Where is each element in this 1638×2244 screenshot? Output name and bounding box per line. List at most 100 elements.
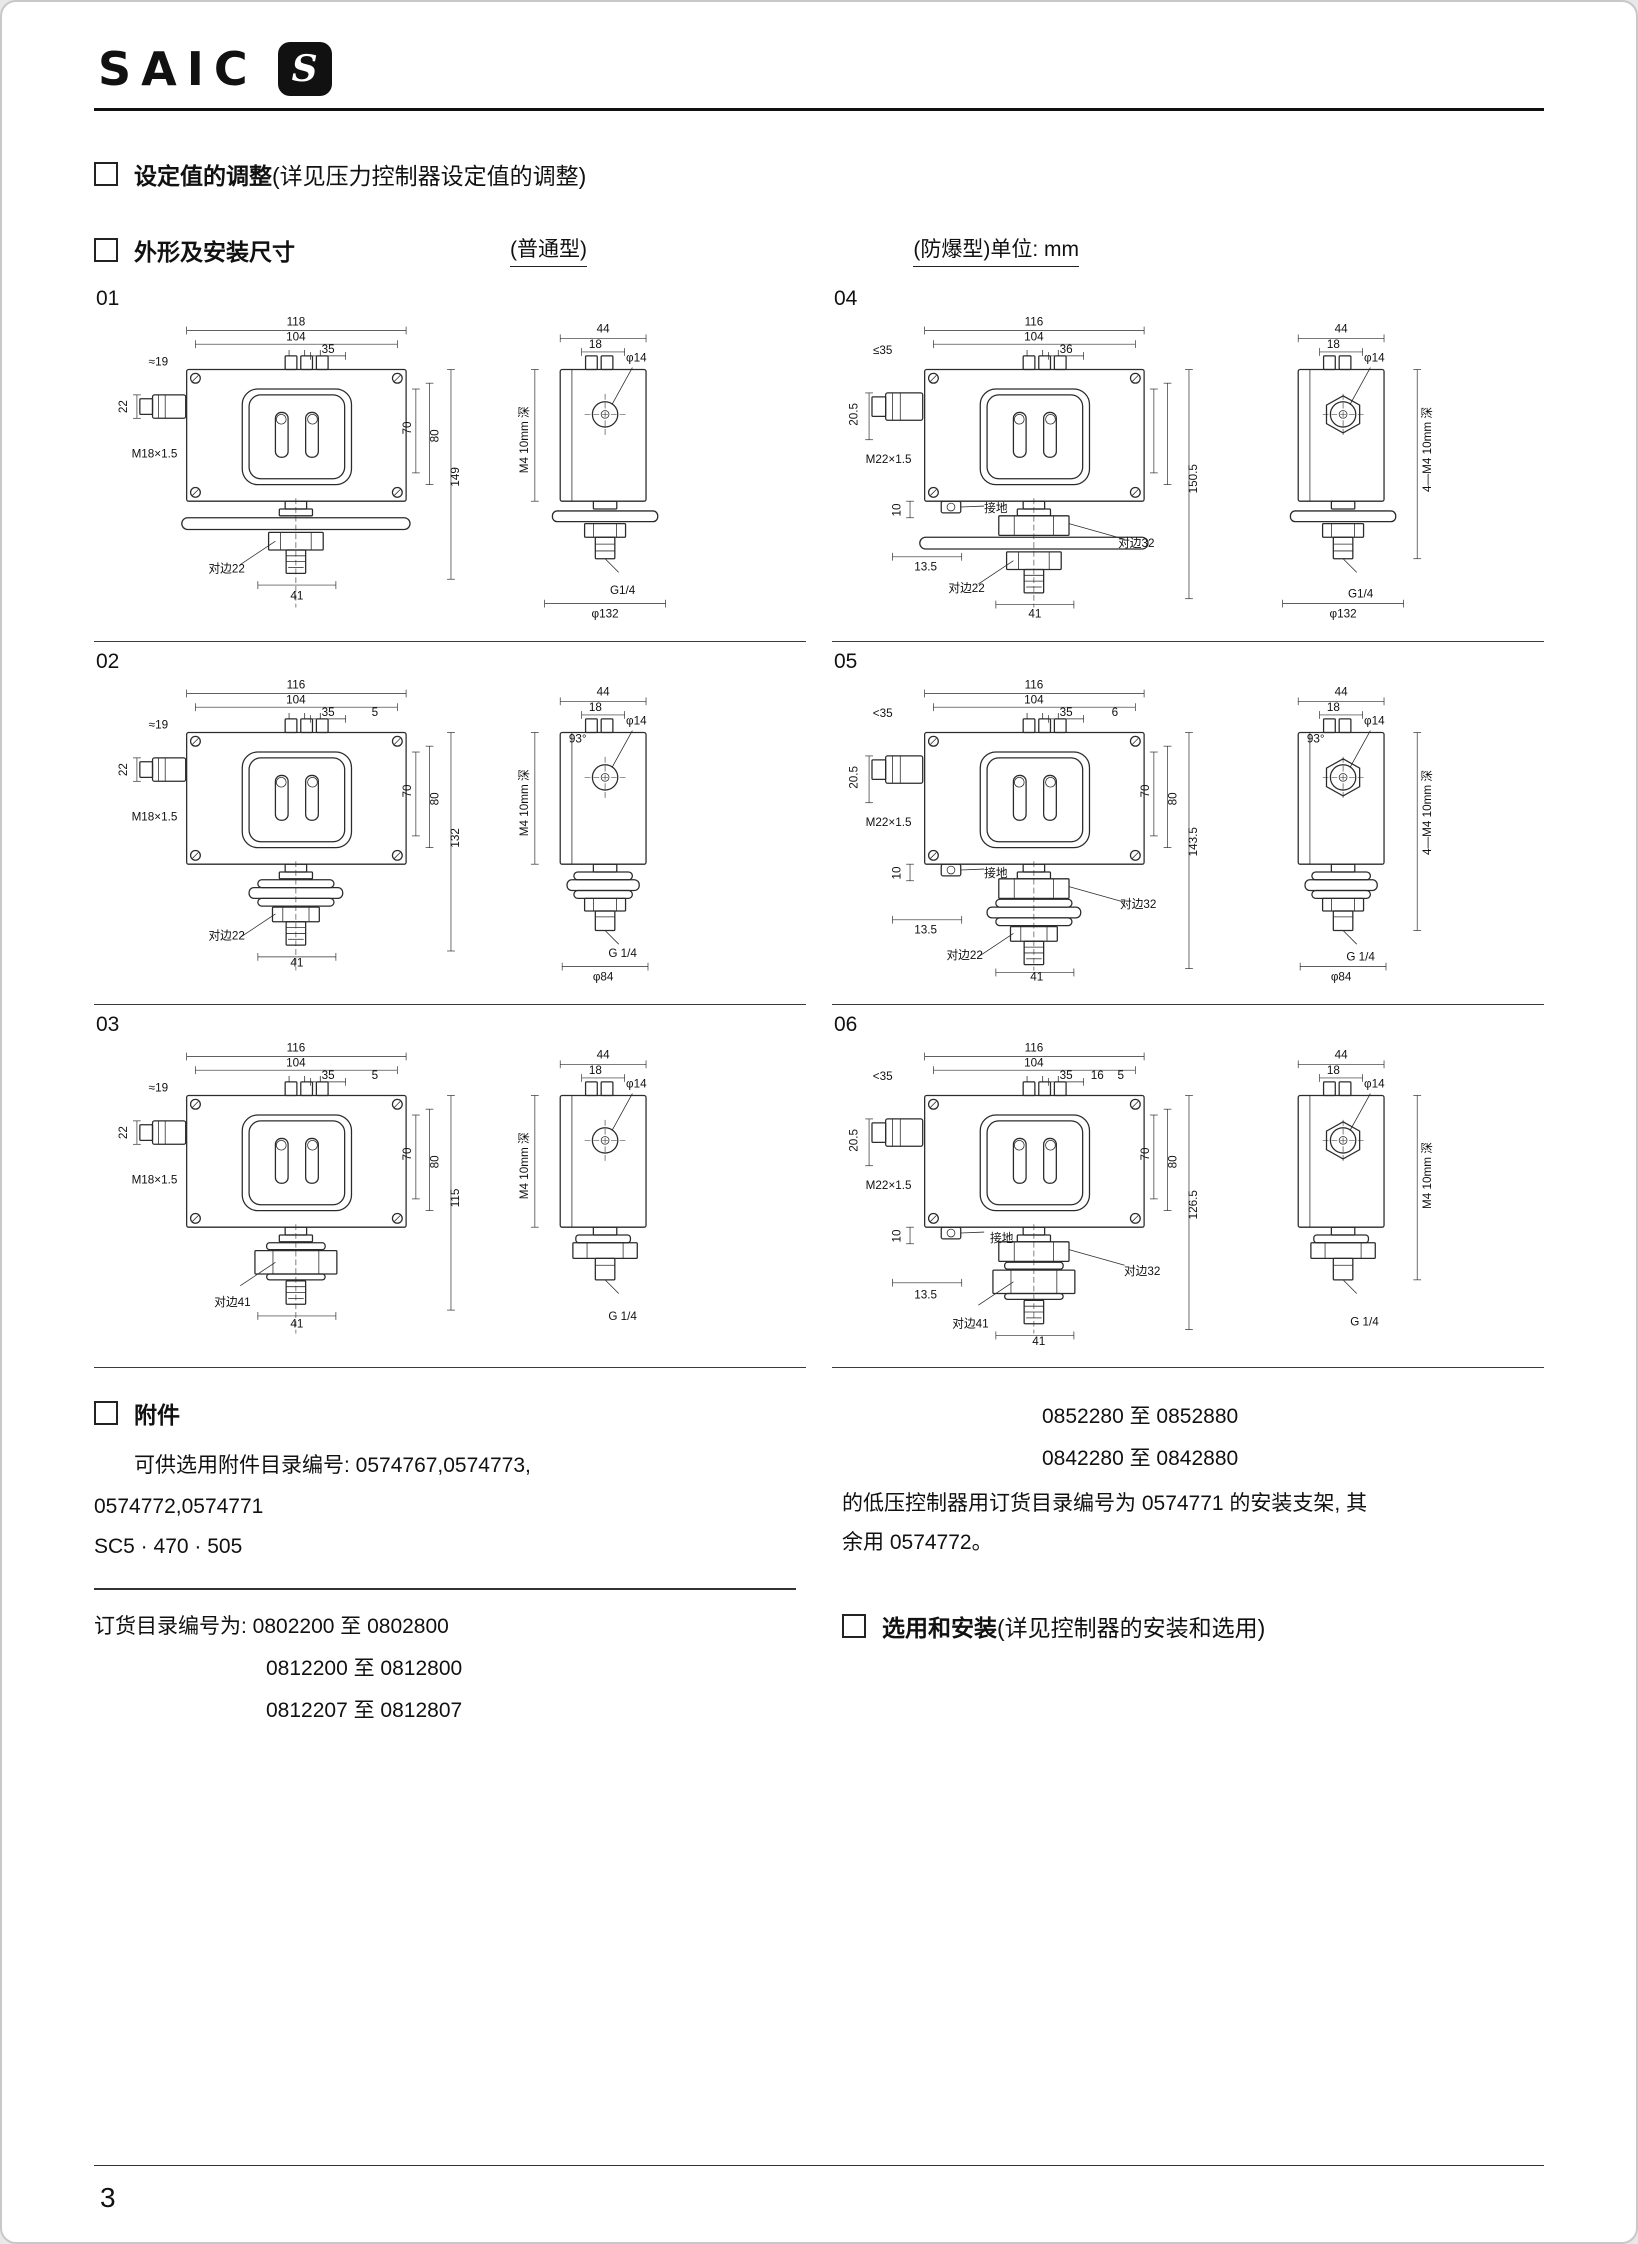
- dimension-label: 44: [597, 685, 611, 698]
- dimension-label: 5: [1117, 1069, 1124, 1082]
- dimension-label: M18×1.5: [132, 810, 178, 823]
- dimension-label: 104: [286, 330, 306, 343]
- drawing-number: 03: [96, 1012, 120, 1036]
- setting-section: 设定值的调整 (详见压力控制器设定值的调整): [94, 157, 1544, 191]
- dimension-label: 对边22: [208, 928, 244, 942]
- accessories-line: SC5 · 470 · 505: [94, 1535, 243, 1559]
- accessories-line: 0574772,0574771: [94, 1494, 264, 1518]
- dimension-label: 对边41: [952, 1316, 988, 1330]
- dimension-label: 22: [117, 1126, 130, 1139]
- dimension-label: <35: [873, 1070, 893, 1083]
- checkbox-icon: [842, 1614, 866, 1639]
- checkbox-icon: [94, 238, 118, 262]
- brand-row: SAIC S: [98, 42, 1544, 96]
- dimension-label: 对边22: [946, 948, 982, 962]
- dimension-label: <35: [873, 707, 893, 720]
- dimension-label: 70: [1139, 1147, 1152, 1161]
- dimension-label: 4—M4 10mm 深: [1420, 770, 1434, 855]
- drawing-number: 04: [834, 287, 858, 310]
- dimension-label: 126.5: [1187, 1189, 1200, 1219]
- normal-type-label: (普通型): [510, 233, 587, 267]
- dimension-label: 对边22: [208, 561, 244, 575]
- dimension-label: 4—M4 10mm 深: [1420, 407, 1434, 492]
- code-line: 0852280 至 0852880: [1042, 1404, 1239, 1428]
- dimension-label: 70: [1139, 784, 1152, 798]
- dimension-label: 16: [1091, 1069, 1104, 1082]
- selection-heading-row: 选用和安装 (详见控制器的安装和选用): [842, 1609, 1544, 1643]
- dimension-label: 13.5: [914, 923, 937, 936]
- dimension-label: 18: [589, 701, 602, 714]
- dimension-label: 20.5: [847, 1128, 860, 1151]
- checkbox-icon: [94, 162, 118, 186]
- dimension-label: 80: [1166, 792, 1179, 806]
- dimension-label: 22: [117, 763, 130, 776]
- dimension-label: 116: [287, 1041, 306, 1054]
- dimension-label: 22: [117, 400, 130, 413]
- header-rule: [94, 108, 1544, 111]
- dimension-label: M18×1.5: [132, 1173, 178, 1186]
- accessories-lines: 可供选用附件目录编号: 0574767,0574773, 0574772,057…: [94, 1446, 796, 1569]
- paragraph-line: 余用 0574772。: [842, 1531, 993, 1555]
- accessories-title: 附件: [134, 1401, 180, 1428]
- dimension-label: 115: [449, 1188, 462, 1207]
- dimension-label: 对边41: [214, 1295, 250, 1309]
- dimension-label: 41: [290, 590, 303, 603]
- dimension-label: 41: [1028, 607, 1041, 620]
- dimension-label: 36: [1060, 343, 1073, 356]
- drawing-number: 01: [96, 287, 120, 310]
- dimension-label: φ84: [593, 970, 614, 983]
- saic-emblem-icon: S: [277, 42, 332, 96]
- dimension-label: M4 10mm 深: [517, 1132, 531, 1199]
- setting-note: (详见压力控制器设定值的调整): [272, 163, 587, 189]
- dimension-label: 44: [597, 322, 611, 335]
- dimension-label: φ132: [1330, 607, 1357, 620]
- dimension-label: M4 10mm 深: [517, 406, 531, 473]
- selection-column: 0852280 至 0852880 0842280 至 0842880 的低压控…: [842, 1396, 1544, 1732]
- dimension-label: ≈19: [149, 718, 168, 731]
- dimension-label: 18: [1327, 338, 1340, 351]
- dimension-label: 对边32: [1120, 897, 1156, 911]
- dimension-label: 41: [1032, 1335, 1045, 1348]
- dimension-label: G 1/4: [1346, 951, 1375, 964]
- dimension-label: 116: [287, 678, 306, 691]
- dimension-label: 20.5: [847, 403, 860, 426]
- dimension-label: 18: [1327, 1064, 1340, 1077]
- dimension-label: 116: [1025, 316, 1044, 329]
- page-header: SAIC S: [94, 42, 1544, 111]
- dimension-label: 149: [449, 467, 462, 487]
- order-number-lines: 订货目录编号为: 0802200 至 0802800 0812200 至 081…: [94, 1606, 796, 1732]
- dimension-label: 10: [890, 1229, 903, 1243]
- dimension-label: 35: [1060, 706, 1074, 719]
- dimension-label: φ14: [1364, 352, 1385, 365]
- dimension-label: 35: [322, 343, 336, 356]
- dimension-label: M4 10mm 深: [517, 769, 531, 836]
- paragraph-line: 的低压控制器用订货目录编号为 0574771 的安装支架, 其: [842, 1491, 1368, 1515]
- dimension-label: M22×1.5: [866, 816, 912, 829]
- dimension-label: 116: [1025, 678, 1044, 691]
- dimension-label: 41: [290, 956, 303, 969]
- explosion-proof-label: (防爆型)单位: mm: [913, 233, 1079, 267]
- dimension-label: 44: [1335, 1048, 1349, 1061]
- dimension-label: 对边22: [948, 581, 984, 595]
- dimension-label: φ132: [592, 607, 619, 620]
- dimension-label: φ84: [1331, 970, 1352, 983]
- code-line: 0842280 至 0842880: [1042, 1446, 1239, 1470]
- dimension-label: M22×1.5: [866, 453, 912, 466]
- order-line: 0812200 至 0812800: [266, 1656, 463, 1680]
- dimension-label: 116: [1025, 1041, 1044, 1054]
- dimension-label: 80: [428, 1155, 441, 1169]
- dimensions-title: 外形及安装尺寸: [134, 239, 295, 265]
- dimension-label: 150.5: [1187, 464, 1200, 494]
- dimension-label: 接地: [990, 1232, 1014, 1245]
- dimension-label: 44: [1335, 685, 1349, 698]
- dimension-label: 35: [322, 706, 336, 719]
- dimension-label: φ14: [626, 715, 647, 728]
